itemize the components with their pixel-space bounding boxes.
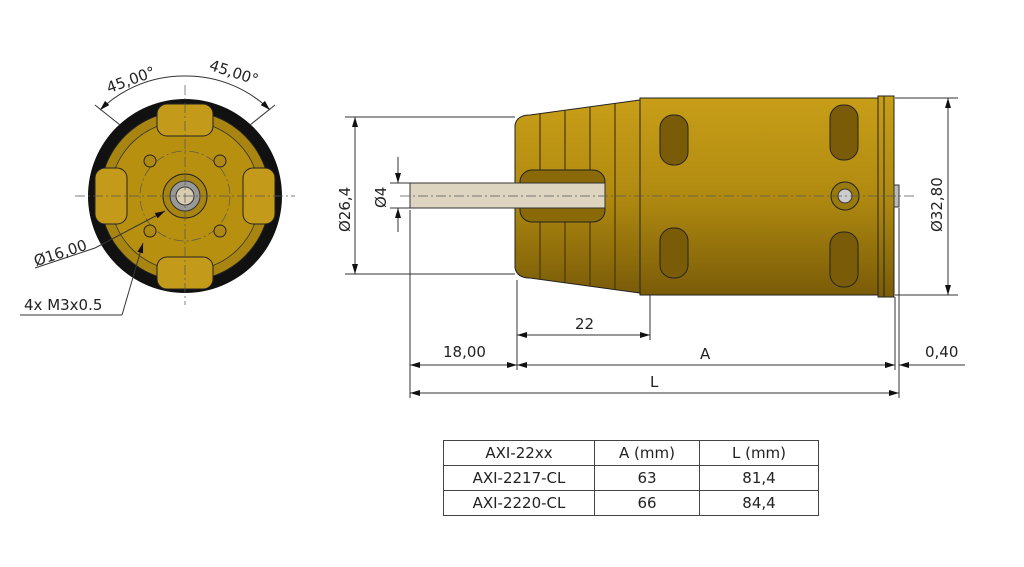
mount-holes [143,154,227,238]
dim-l-label: L [650,373,659,391]
table-cell: 66 [594,490,700,516]
front-view: 45,00° 45,00° Ø16,00 4x M3x0.5 [20,56,295,316]
thread-note-label: 4x M3x0.5 [24,296,102,314]
angle-right-label: 45,00° [207,56,261,89]
side-view: Ø26,4 Ø4 Ø32,80 22 18,00 A 0,40 L [336,95,965,398]
table-cell: AXI-2217-CL [443,465,595,491]
table-cell: 63 [594,465,700,491]
dia-shaft-label: Ø4 [372,187,390,208]
table-cell: 81,4 [699,465,819,491]
table-header: L (mm) [699,440,819,466]
table-cell: AXI-2220-CL [443,490,595,516]
table-cell: 84,4 [699,490,819,516]
angle-left-label: 45,00° [104,63,158,97]
dia-front-label: Ø26,4 [336,187,354,232]
table-header-row: AXI-22xx A (mm) L (mm) [443,440,819,466]
dim-end-label: 0,40 [925,343,958,361]
model-dimensions-table: AXI-22xx A (mm) L (mm) AXI-2217-CL 63 81… [443,440,819,516]
dim-a-label: A [700,345,711,363]
table-row: AXI-2220-CL 66 84,4 [443,490,819,516]
dia-body-label: Ø32,80 [928,177,946,232]
table-header: A (mm) [594,440,700,466]
table-row: AXI-2217-CL 63 81,4 [443,465,819,491]
bolt-circle-label: Ø16,00 [32,236,90,270]
can-slots [659,104,859,288]
dim-22-label: 22 [575,315,594,333]
table-header: AXI-22xx [443,440,595,466]
dim-shaft-label: 18,00 [443,343,486,361]
